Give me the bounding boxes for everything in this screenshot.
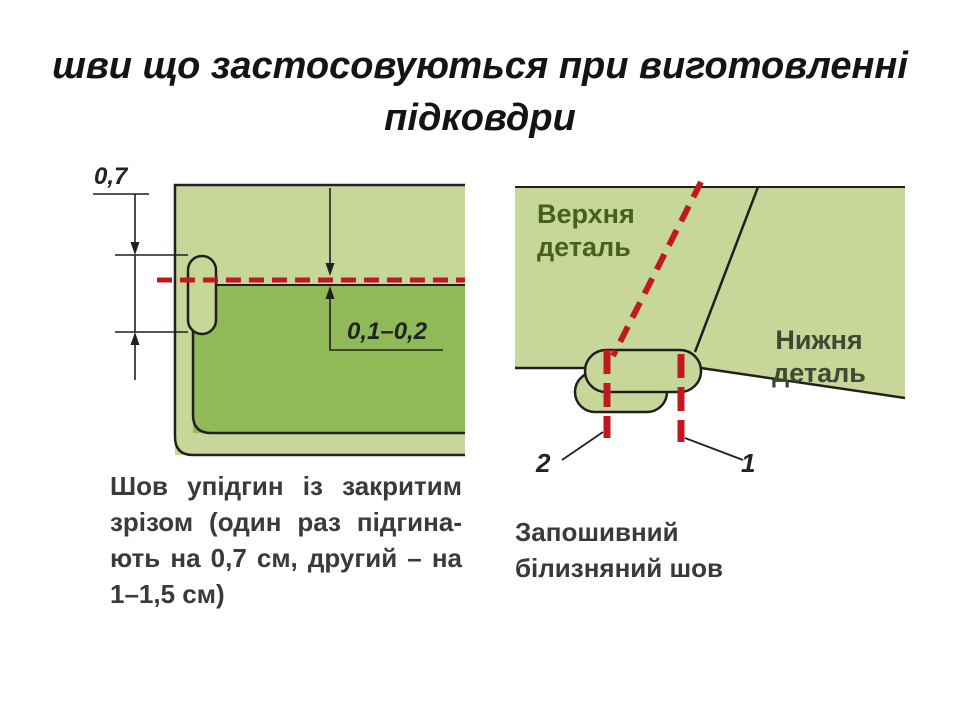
fabric-inner-band [193,285,465,433]
dim-fold-arrow-down [130,242,140,255]
fabric-bottom-strip [175,433,465,455]
dim-stitch-arrow-up [325,286,335,299]
hem-caption-line1: Шов упідгин із закритим [110,471,462,501]
lower-detail-label: Нижня деталь [758,324,880,390]
felled-seam-diagram [515,180,906,461]
felled-caption-line2: білизняний шов [515,553,724,583]
hem-seam-caption: Шов упідгин із закритим зрізом (один раз… [110,468,462,612]
dim-stitch-arrow-down [325,263,335,276]
hem-caption-line2: зрізом (один раз підгина- [110,507,462,537]
pointer-line-1 [684,437,744,461]
hem-caption-line4: 1–1,5 см) [110,579,225,609]
dim-fold-extension-lines [115,254,188,333]
dim-stitch-leader [329,299,443,351]
hem-seam-diagram [93,183,465,457]
slide-title-line2: підковдри [384,97,576,139]
hem-caption-line3: ють на 0,7 см, другий – на [110,543,462,573]
dim-fold-leader [93,193,149,380]
slide-title: шви що застосовуються при виготовленні п… [0,40,960,144]
fabric-top-layer [175,185,465,285]
dim-fold-arrow-up [130,332,140,345]
lower-detail-label-line2: деталь [772,358,866,388]
hem-fold-capsule [186,254,218,336]
felled-caption-line1: Запошивний [515,517,679,547]
upper-detail-label-line1: Верхня [537,199,635,229]
pointer-line-2 [561,431,604,461]
fabric-bottom-right-edge [700,366,906,400]
dim-stitch-label: 0,1–0,2 [347,318,428,345]
marker-2-label: 2 [536,448,551,478]
dim-fold-label: 0,7 [94,163,128,190]
outer-fabric-outline [173,183,465,457]
felled-seam-caption: Запошивний білизняний шов [515,514,915,586]
fabric-area [515,187,905,398]
inner-fold-outline [191,310,465,435]
seam-roll-upper [583,348,703,394]
fold-edge-diagonal [693,186,760,353]
upper-detail-label-line2: деталь [537,232,631,262]
upper-detail-label: Верхня деталь [537,198,635,264]
slide-title-line1: шви що застосовуються при виготовленні [52,45,908,87]
marker-1-label: 1 [741,448,756,478]
stitch-diagonal-dashed [610,180,704,358]
lower-detail-label-line1: Нижня [775,325,863,355]
